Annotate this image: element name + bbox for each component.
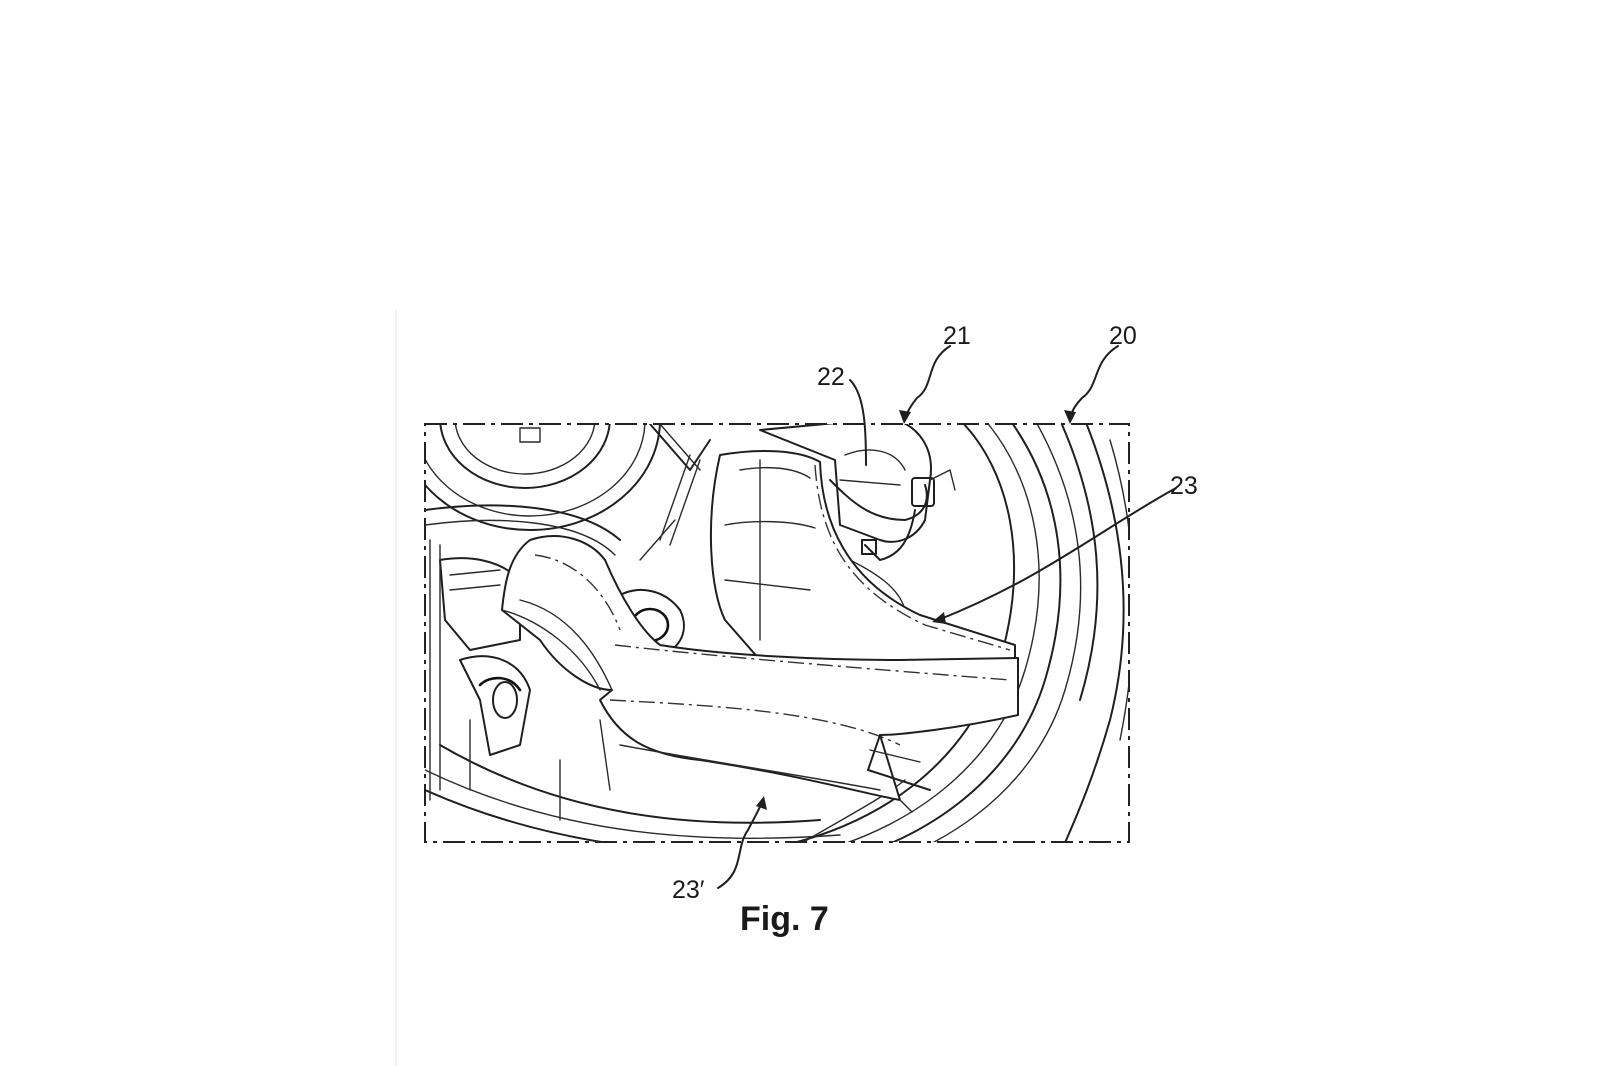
leader-20 [1069,345,1119,419]
ref-label-23-prime: 23′ [672,876,705,904]
arrow-21 [899,410,911,424]
arrow-20 [1064,410,1076,424]
figure-caption: Fig. 7 [740,900,829,938]
ref-label-23: 23 [1170,472,1198,500]
air-duct-23-prime [501,535,1019,813]
leader-lines [717,345,1177,889]
arrow-23-prime [756,796,767,810]
wheel-rim [425,424,1129,842]
leader-21 [904,345,951,419]
detail-frame [424,423,1130,843]
leader-23 [937,487,1177,621]
leader-23-prime [717,801,763,889]
detail-view [425,424,1129,842]
wheel-hub [425,424,711,556]
leader-22 [849,379,867,466]
arrow-23 [932,612,946,624]
ref-label-21: 21 [943,322,971,350]
ref-label-22: 22 [817,363,845,391]
ref-label-20: 20 [1109,322,1137,350]
brake-caliper [759,424,956,611]
